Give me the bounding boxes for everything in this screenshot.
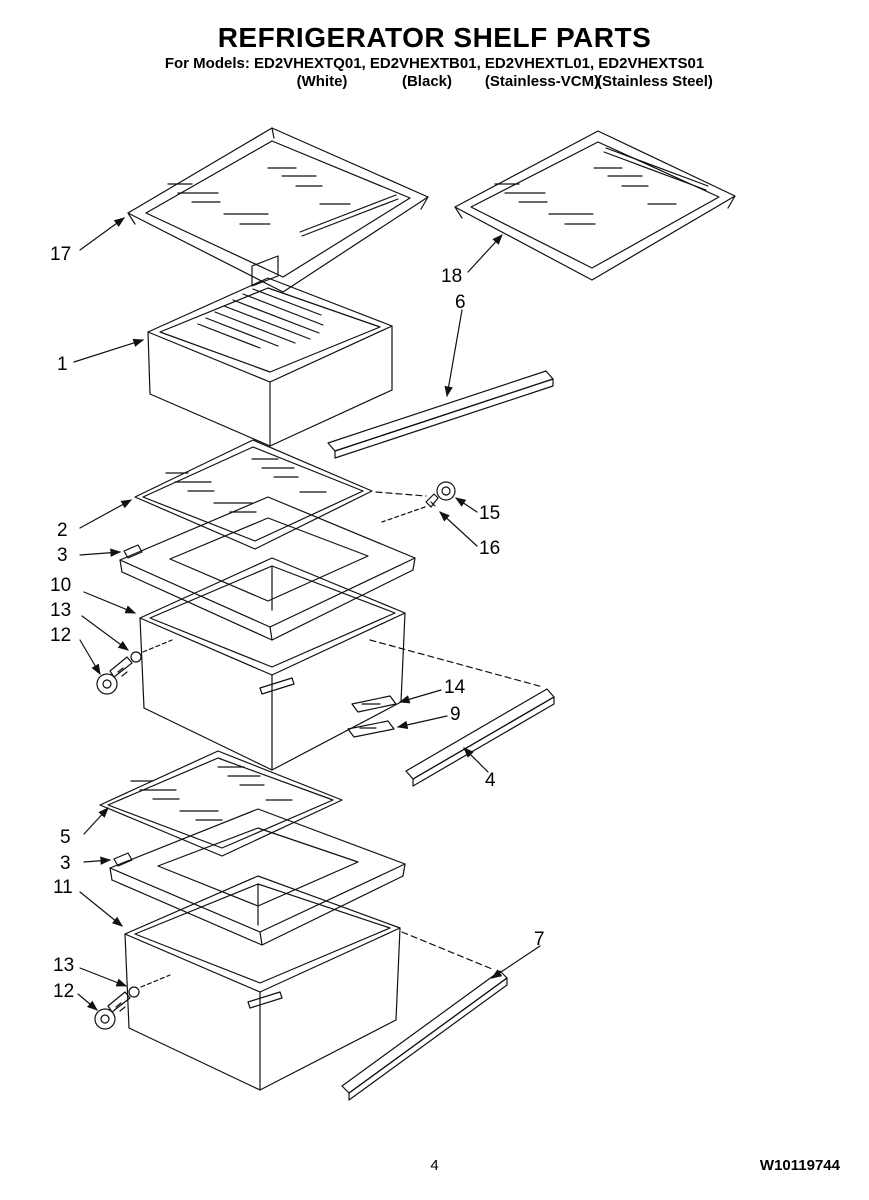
finish-stainless-steel: (Stainless Steel) (597, 73, 713, 90)
callout-7: 7 (534, 929, 545, 950)
trim-strip-6 (327, 370, 554, 459)
callout-16: 16 (479, 538, 501, 559)
finish-white: (White) (296, 73, 348, 90)
shelf-18 (454, 130, 736, 281)
callout-5: 5 (60, 827, 71, 848)
callout-1: 1 (57, 354, 68, 375)
callout-18: 18 (441, 266, 463, 287)
part-14 (351, 695, 397, 713)
finish-stainless-vcm: (Stainless-VCM) (484, 73, 600, 90)
callout-14: 14 (444, 677, 466, 698)
part-9 (347, 720, 395, 738)
trim-strip-7 (341, 970, 508, 1101)
screw-15-16 (381, 481, 456, 523)
callout-12-lower: 12 (53, 981, 75, 1002)
callout-leader-lines (73, 217, 541, 1011)
page-number: 4 (430, 1157, 439, 1174)
bin-11 (124, 875, 401, 1091)
callout-11: 11 (53, 877, 73, 898)
bin-10 (139, 557, 406, 771)
document-number: W10119744 (759, 1157, 840, 1174)
callout-2: 2 (57, 520, 68, 541)
screw-12-13-lower (94, 974, 171, 1030)
callout-15: 15 (479, 503, 501, 524)
shelf-frame-3-middle (119, 496, 416, 641)
callout-4: 4 (485, 770, 496, 791)
callout-12-middle: 12 (50, 625, 72, 646)
glass-shelf-5 (99, 750, 343, 857)
trim-strip-4 (405, 688, 555, 787)
crisper-pan-1 (147, 277, 393, 447)
shelf-frame-17 (127, 127, 429, 293)
screw-12-13-middle (96, 639, 173, 695)
callout-13-middle: 13 (50, 600, 72, 621)
models-line: For Models: ED2VHEXTQ01, ED2VHEXTB01, ED… (164, 55, 705, 72)
callout-9: 9 (450, 704, 461, 725)
glass-shelf-2 (134, 439, 373, 550)
callout-17: 17 (50, 244, 72, 265)
shelf-frame-3-lower (109, 808, 406, 946)
callout-6: 6 (455, 292, 466, 313)
callout-13-lower: 13 (53, 955, 75, 976)
alignment-dashed-lines (369, 491, 544, 970)
finish-black: (Black) (401, 73, 453, 90)
page-title: REFRIGERATOR SHELF PARTS (217, 22, 652, 53)
callout-3-middle: 3 (57, 545, 68, 566)
callout-3-lower: 3 (60, 853, 71, 874)
callout-10: 10 (50, 575, 72, 596)
